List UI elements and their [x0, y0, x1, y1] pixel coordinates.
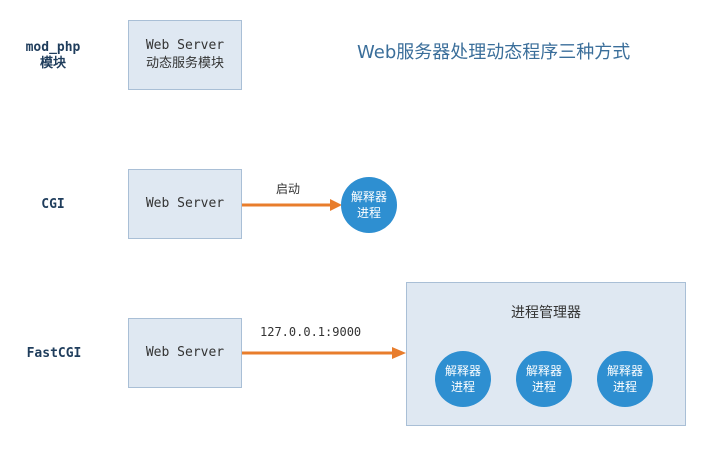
process-line2: 进程 — [356, 206, 381, 220]
row-label-fastcgi: FastCGI — [26, 346, 82, 361]
interpreter-process-3: 解释器 进程 — [597, 351, 653, 407]
edge-label-start: 启动 — [276, 182, 301, 196]
process-manager-title: 进程管理器 — [511, 305, 581, 321]
interpreter-process-2: 解释器 进程 — [516, 351, 572, 407]
edge-label-address: 127.0.0.1:9000 — [260, 325, 362, 339]
row-label-mod-php: mod_php 模块 — [18, 40, 88, 72]
dynamic-module-label: 动态服务模块 — [145, 56, 224, 71]
process-line2: 进程 — [450, 380, 475, 394]
row-label-line1: mod_php — [25, 40, 81, 55]
process-line1: 解释器 — [606, 364, 643, 378]
arrow-cgi — [242, 199, 342, 211]
web-server-label: Web Server — [145, 196, 225, 211]
web-server-box-cgi: Web Server — [128, 169, 242, 239]
process-line2: 进程 — [612, 380, 637, 394]
web-server-box-fastcgi: Web Server — [128, 318, 242, 388]
diagram-title: Web服务器处理动态程序三种方式 — [357, 42, 631, 63]
web-server-box-mod-php: Web Server 动态服务模块 — [128, 20, 242, 90]
row-label-cgi: CGI — [41, 197, 65, 212]
web-server-label: Web Server — [145, 38, 225, 53]
process-line1: 解释器 — [350, 190, 387, 204]
row-label-line2: 模块 — [39, 56, 66, 71]
interpreter-process-cgi: 解释器 进程 — [341, 177, 397, 233]
arrow-fastcgi — [242, 347, 406, 359]
process-line2: 进程 — [531, 380, 556, 394]
interpreter-process-1: 解释器 进程 — [435, 351, 491, 407]
process-line1: 解释器 — [444, 364, 481, 378]
process-line1: 解释器 — [525, 364, 562, 378]
web-server-label: Web Server — [145, 345, 225, 360]
